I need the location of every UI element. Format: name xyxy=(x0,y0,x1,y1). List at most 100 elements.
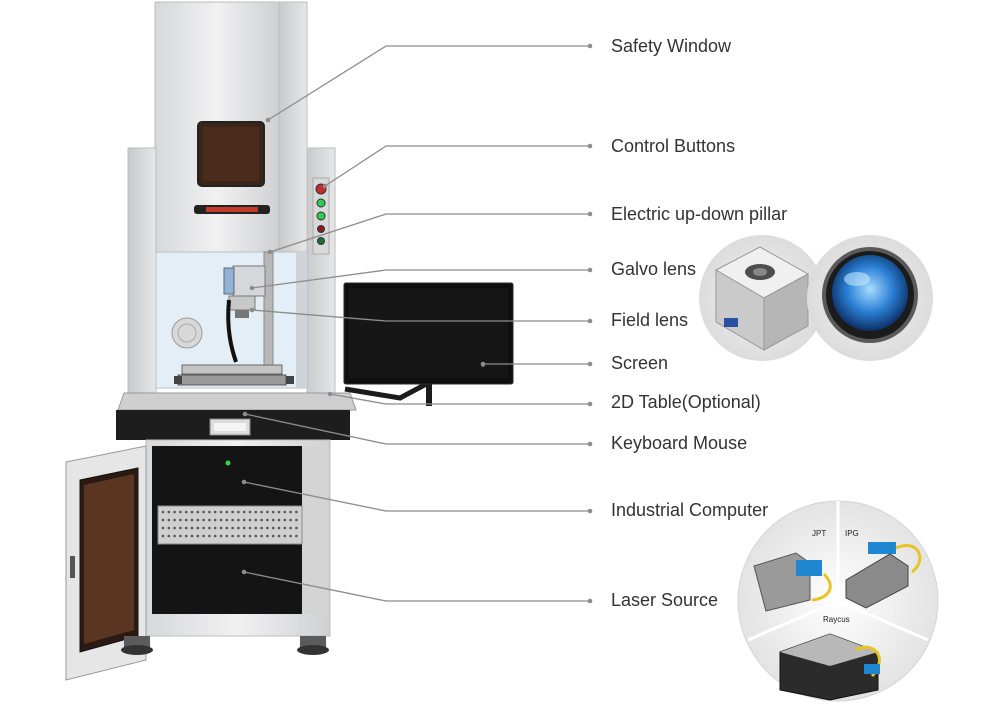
grille-hole xyxy=(190,534,194,538)
grille-hole xyxy=(231,510,234,514)
grille-hole xyxy=(184,518,188,522)
leader-dot xyxy=(241,569,247,575)
grille-hole xyxy=(289,518,292,522)
grille-hole xyxy=(260,518,263,522)
leader-dot xyxy=(587,401,593,407)
grille-hole xyxy=(277,518,281,522)
grille-hole xyxy=(271,526,275,530)
leader-dot xyxy=(587,441,593,447)
safety-window xyxy=(197,121,265,187)
leader-dot xyxy=(587,267,593,273)
grille-hole xyxy=(179,534,182,538)
grille-hole xyxy=(277,526,281,530)
galvo-head xyxy=(223,265,266,363)
grille-hole xyxy=(196,526,200,530)
grille-hole xyxy=(237,534,240,538)
label-electric-pillar: Electric up-down pillar xyxy=(611,204,788,224)
xy-table xyxy=(174,364,294,386)
grille-hole xyxy=(208,518,211,522)
grille-hole xyxy=(173,518,176,522)
grille-hole xyxy=(167,510,171,514)
label-safety-window: Safety Window xyxy=(611,36,732,56)
label-screen: Screen xyxy=(611,353,669,373)
leader-dot xyxy=(587,361,593,367)
grille-hole xyxy=(231,518,234,522)
leader-dot xyxy=(322,183,328,189)
grille-hole xyxy=(184,526,188,530)
grille-hole xyxy=(202,534,205,538)
grille-hole xyxy=(173,510,176,514)
grille-hole xyxy=(167,526,171,530)
grille-hole xyxy=(231,526,234,530)
grille-hole xyxy=(260,534,263,538)
grille-hole xyxy=(219,526,223,530)
grille-hole xyxy=(219,518,223,522)
grille-hole xyxy=(196,510,200,514)
grille-hole xyxy=(283,526,287,530)
leader-dot xyxy=(587,508,593,514)
grille-hole xyxy=(271,510,275,514)
leader-dot xyxy=(267,249,273,255)
cabinet-door xyxy=(65,445,147,681)
grille-hole xyxy=(254,510,258,514)
brand-label-raycus: Raycus xyxy=(823,615,850,624)
grille-hole xyxy=(260,526,263,530)
grille-hole xyxy=(161,526,165,530)
grille-hole xyxy=(208,526,211,530)
grille-hole xyxy=(208,510,211,514)
grille-hole xyxy=(225,526,229,530)
grille-hole xyxy=(161,510,165,514)
grille-hole xyxy=(266,510,269,514)
label-keyboard-mouse: Keyboard Mouse xyxy=(611,433,748,453)
grille-hole xyxy=(289,510,292,514)
grille-hole xyxy=(277,510,281,514)
leader-line xyxy=(243,571,590,602)
monitor xyxy=(343,282,514,406)
grille-hole xyxy=(237,518,240,522)
grille-hole xyxy=(184,510,188,514)
grille-hole xyxy=(173,526,176,530)
door-handle xyxy=(194,205,270,214)
grille-hole xyxy=(289,526,292,530)
galvo-lens-inset xyxy=(699,235,825,361)
grille-hole xyxy=(179,510,182,514)
leader-dot xyxy=(480,361,486,367)
label-field-lens: Field lens xyxy=(611,310,689,330)
grille-hole xyxy=(213,534,217,538)
grille-hole xyxy=(266,518,269,522)
grille-hole xyxy=(190,510,194,514)
grille-hole xyxy=(190,518,194,522)
grille-hole xyxy=(271,534,275,538)
label-laser-source: Laser Source xyxy=(611,590,719,610)
grille-hole xyxy=(283,510,287,514)
grille-hole xyxy=(213,526,217,530)
grille-hole xyxy=(295,526,298,530)
grille-hole xyxy=(167,518,171,522)
grille-hole xyxy=(242,518,246,522)
grille-hole xyxy=(219,534,223,538)
leader-line xyxy=(324,145,590,187)
grille-hole xyxy=(266,534,269,538)
grille-hole xyxy=(295,510,298,514)
grille-hole xyxy=(254,534,258,538)
grille-hole xyxy=(225,518,229,522)
leader-line xyxy=(243,481,590,512)
grille-hole xyxy=(208,534,211,538)
brand-label-ipg: IPG xyxy=(845,529,859,538)
lower-cabinet xyxy=(145,439,331,637)
grille-hole xyxy=(242,510,246,514)
grille-hole xyxy=(213,518,217,522)
grille-hole xyxy=(173,534,176,538)
grille-hole xyxy=(248,534,252,538)
grille-hole xyxy=(202,518,205,522)
grille-hole xyxy=(266,526,269,530)
vent-fan xyxy=(171,317,203,349)
grille-hole xyxy=(213,510,217,514)
brand-label-jpt: JPT xyxy=(812,529,826,538)
grille-hole xyxy=(196,518,200,522)
leader-dot xyxy=(327,391,333,397)
grille-hole xyxy=(248,518,252,522)
grille-hole xyxy=(161,534,165,538)
laser-source-badge xyxy=(737,500,939,702)
